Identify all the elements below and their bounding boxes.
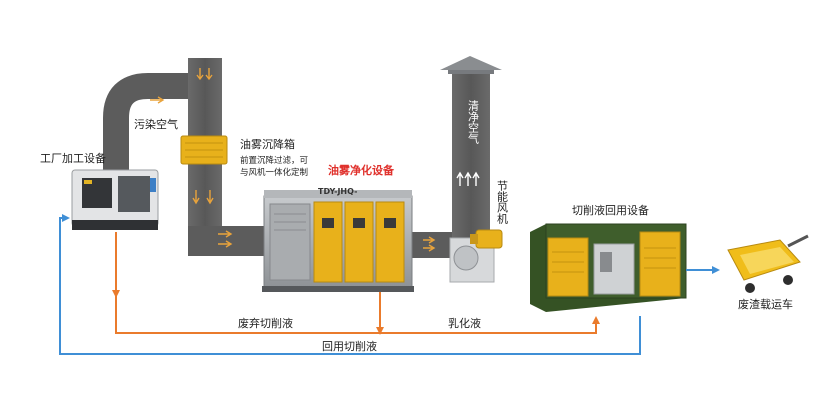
label-purifier-model: TDY-JHQ-: [318, 187, 357, 196]
settling-box: [180, 135, 228, 165]
label-settling-box-desc1: 前置沉降过滤，可: [240, 155, 309, 166]
chimney-upward-arrows: [456, 171, 480, 186]
chimney-duct: [452, 72, 490, 240]
label-clean-air: 清净空气: [467, 100, 480, 144]
machine-tool: [71, 169, 159, 230]
label-fluid-recovery: 切削液回用设备: [572, 203, 649, 217]
fan-housing: [453, 245, 479, 271]
chimney-cap: [440, 56, 502, 70]
label-purifier-title: 油雾净化设备: [328, 163, 395, 177]
label-recycled-fluid: 回用切削液: [322, 339, 377, 353]
label-machine-tool: 工厂加工设备: [40, 151, 106, 165]
waste-fluid-pipe: [112, 232, 600, 335]
scrap-cart: [727, 234, 809, 293]
label-settling-box-desc2: 与风机一体化定制: [240, 167, 308, 178]
label-waste-fluid: 废弃切削液: [238, 316, 293, 330]
air-ducts: [103, 56, 502, 283]
label-settling-box-title: 油雾沉降箱: [240, 137, 295, 151]
horizontal-duct-to-purifier: [188, 226, 268, 256]
label-emulsion: 乳化液: [448, 316, 481, 330]
inlet-curved-duct: [103, 73, 190, 170]
energy-fan-motor: [470, 229, 503, 249]
label-energy-fan: 节能风机: [496, 180, 509, 224]
recycled-fluid-pipe: [59, 214, 720, 355]
label-scrap-cart: 废渣载运车: [738, 297, 793, 311]
oil-mist-purifier: [262, 190, 414, 292]
duct-purifier-to-fan: [408, 232, 456, 258]
label-polluted-air: 污染空气: [134, 117, 178, 131]
cutting-fluid-recovery-unit: [530, 223, 687, 312]
